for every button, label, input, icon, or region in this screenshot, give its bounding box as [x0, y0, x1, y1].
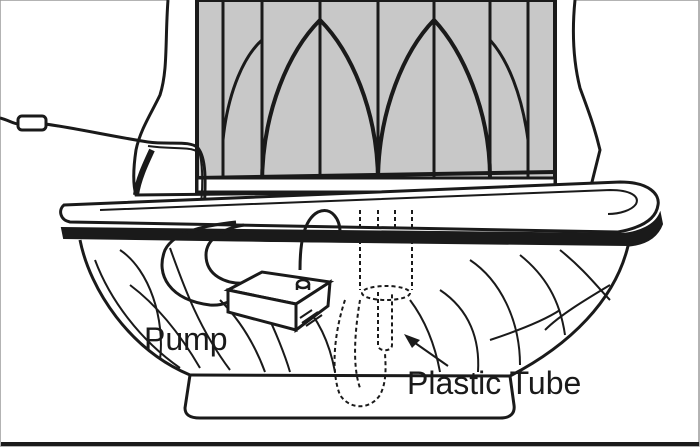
tube-callout-arrow — [404, 334, 449, 367]
rim-inner-edge — [99, 188, 638, 215]
pump-hoses — [160, 209, 342, 307]
basin-foot-line — [189, 373, 511, 378]
plastic-tube — [333, 292, 393, 408]
pump-label: Pump — [144, 321, 228, 357]
plastic-tube-label: Plastic Tube — [407, 365, 582, 401]
standpipe — [359, 210, 413, 301]
wall-edge-shadow — [133, 148, 155, 196]
leaf-relief — [94, 247, 611, 373]
cord-switch — [16, 114, 48, 132]
power-cord — [0, 114, 207, 213]
pump-unit — [223, 270, 335, 333]
window-panel — [195, 0, 557, 194]
basin-bowl — [78, 239, 630, 420]
